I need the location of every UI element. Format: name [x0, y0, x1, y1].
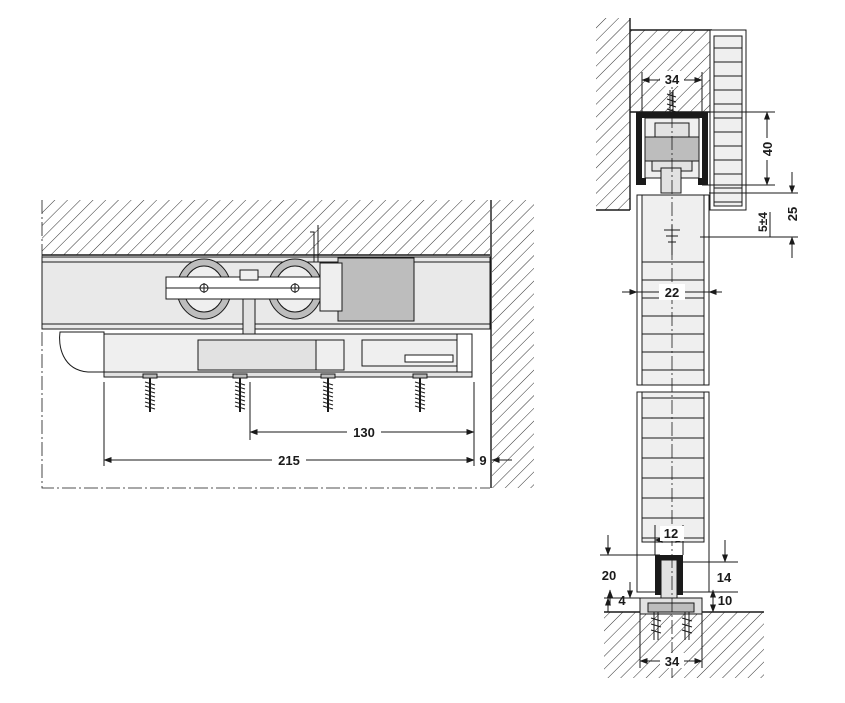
dim-adjust-range: 5±4	[756, 212, 770, 232]
dim-overall-length: 215	[278, 453, 300, 468]
floor-hatch	[604, 612, 764, 678]
screws	[142, 373, 428, 412]
dim-floor-gap-left: 4	[618, 593, 626, 608]
dim-screw-spacing: 130	[353, 425, 375, 440]
ceiling-hatch	[42, 200, 490, 255]
dim-groove-depth: 20	[602, 568, 616, 583]
side-view: 130 215 9	[41, 200, 534, 489]
dim-door-thickness: 22	[665, 285, 679, 300]
dim-guide-width: 34	[665, 654, 680, 669]
screw	[142, 373, 158, 412]
screw	[320, 373, 336, 412]
wall-hatch	[492, 200, 534, 488]
dim-track-width: 34	[665, 72, 680, 87]
dim-track-height: 40	[760, 142, 775, 156]
dim-hanger-height: 25	[785, 207, 800, 221]
section-wall-hatch	[596, 18, 630, 210]
dim-groove-width: 12	[664, 526, 678, 541]
roller-carriage	[165, 225, 415, 335]
screw	[412, 373, 428, 412]
section-view: 34 40 25 5±4 22 12 20	[596, 18, 800, 680]
dim-guide-height: 14	[717, 570, 732, 585]
dim-floor-gap-right: 10	[718, 593, 732, 608]
screw	[232, 373, 248, 412]
door-fitting	[59, 331, 473, 378]
dim-wall-gap: 9	[479, 453, 486, 468]
